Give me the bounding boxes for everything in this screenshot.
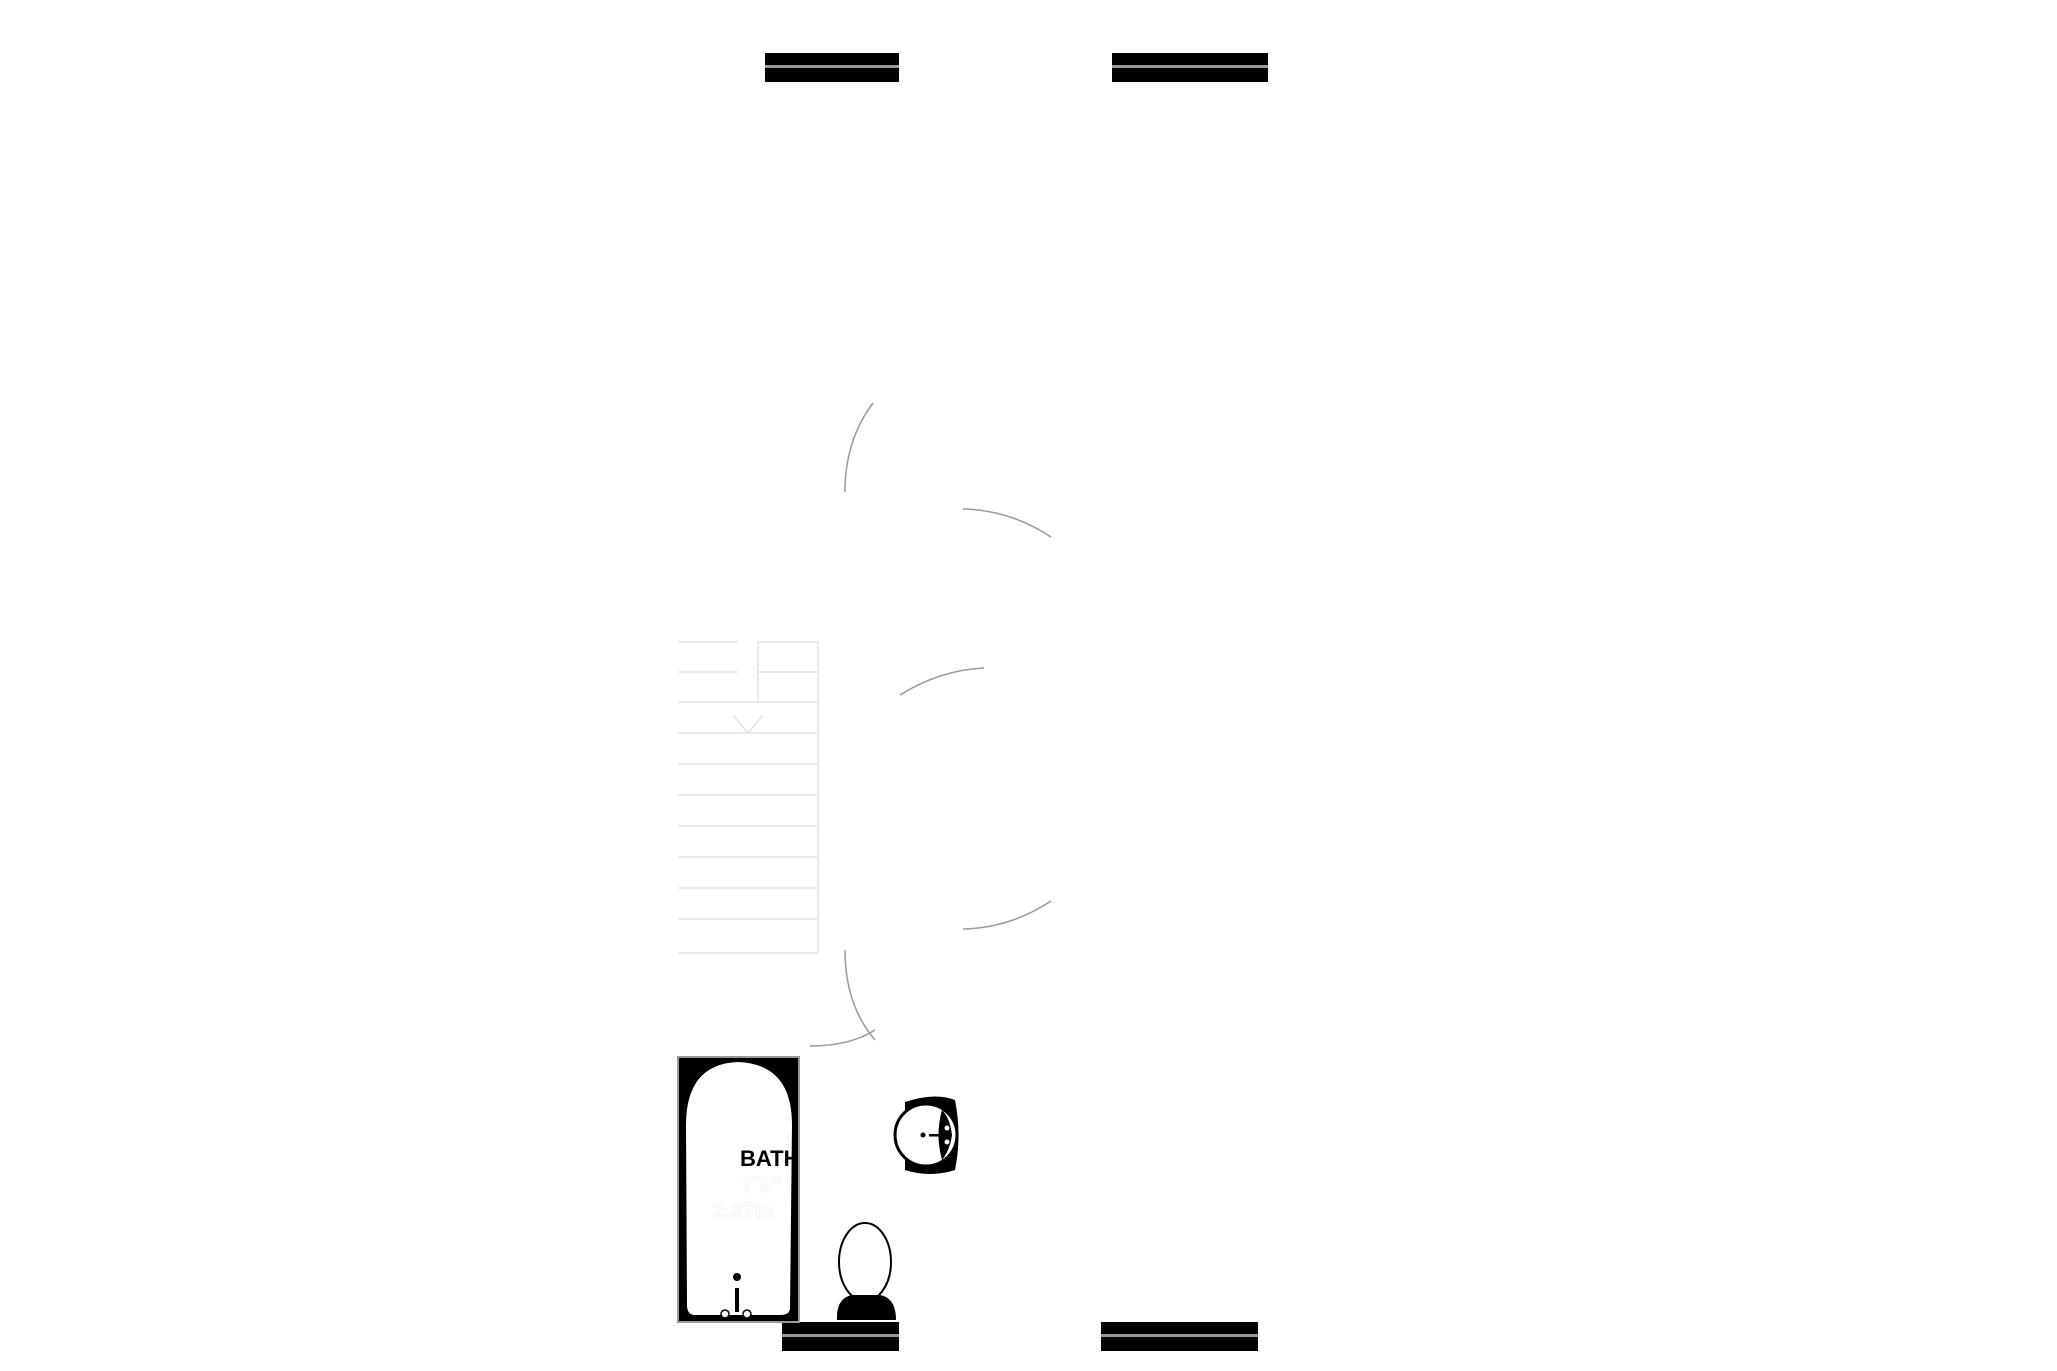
room-name: BATH (740, 1146, 799, 1171)
door-swings (809, 402, 1052, 1047)
toilet (836, 1222, 896, 1320)
window-bottom-left (782, 1322, 899, 1351)
tub-spout (735, 1288, 739, 1312)
staircase (678, 641, 819, 954)
sink (893, 1096, 959, 1174)
tub-tap-right (742, 1309, 752, 1319)
window-top-right (1112, 53, 1268, 82)
room-dimension-metric: 2.37m (712, 1198, 774, 1223)
room-dimension-imperial: 7'9" (742, 1172, 782, 1197)
window-top-left (765, 53, 899, 82)
tub-drain (733, 1273, 741, 1281)
window-bottom-right (1101, 1322, 1258, 1351)
bathtub: BATH 7'9" 2.37m (677, 1056, 800, 1323)
toilet-bowl (838, 1222, 892, 1302)
tub-tap-left (720, 1309, 730, 1319)
toilet-tank (836, 1295, 896, 1320)
stairs-down-arrow-icon (732, 714, 764, 735)
